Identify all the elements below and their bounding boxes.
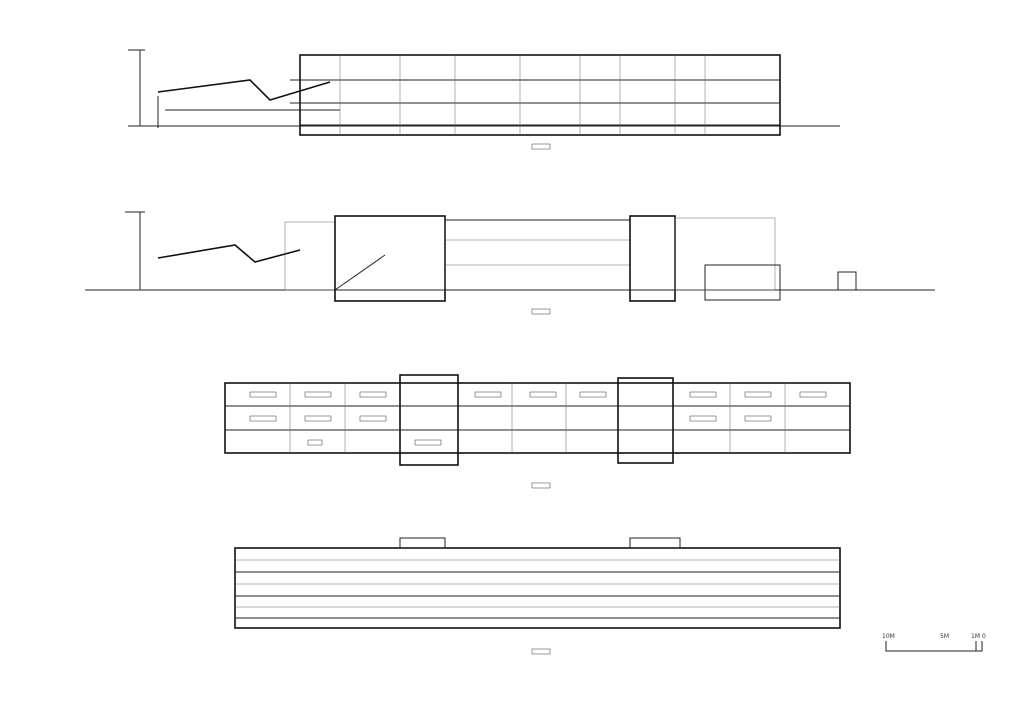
stair-core-right: [617, 377, 674, 464]
left-wall: [128, 49, 145, 126]
column-lines: [339, 55, 706, 135]
stair-core-left: [399, 374, 459, 466]
scale-bar: 10M 5M 1M 0: [882, 633, 986, 652]
section-caption: [531, 482, 551, 489]
section-4: [234, 537, 841, 655]
scale-label-1m: 1M: [971, 633, 980, 640]
main-block: [224, 382, 851, 454]
glass-facade: [284, 221, 336, 291]
section-1: [128, 49, 840, 150]
room-labels: [249, 391, 827, 446]
roof-penthouse-right: [629, 537, 681, 549]
shed: [837, 271, 857, 291]
sloped-roof: [157, 244, 301, 263]
scale-label-10m: 10M: [882, 633, 895, 640]
right-facade: [674, 217, 776, 291]
canopy: [157, 96, 340, 128]
section-caption: [531, 143, 551, 150]
annex: [704, 264, 781, 301]
floor-lines: [225, 405, 850, 431]
floor-lines: [235, 571, 840, 619]
elevation-block: [234, 547, 841, 629]
scale-bar-line: [885, 641, 983, 652]
stair-core: [629, 215, 676, 302]
section-2: [85, 211, 935, 315]
stair: [334, 254, 386, 291]
sloped-roof: [157, 79, 331, 101]
left-wall: [125, 211, 145, 290]
scale-label-0: 0: [982, 633, 986, 640]
section-caption: [531, 308, 551, 315]
column-lines: [289, 383, 786, 453]
floor-lines: [290, 79, 780, 126]
main-block: [299, 54, 781, 136]
roof-penthouse-left: [399, 537, 446, 549]
section-caption: [531, 648, 551, 655]
central-facade: [444, 219, 631, 291]
window-lines: [235, 559, 840, 608]
stair-hall: [334, 215, 446, 302]
scale-label-5m: 5M: [940, 633, 949, 640]
facade-lines: [445, 239, 630, 266]
section-3: [224, 374, 851, 489]
